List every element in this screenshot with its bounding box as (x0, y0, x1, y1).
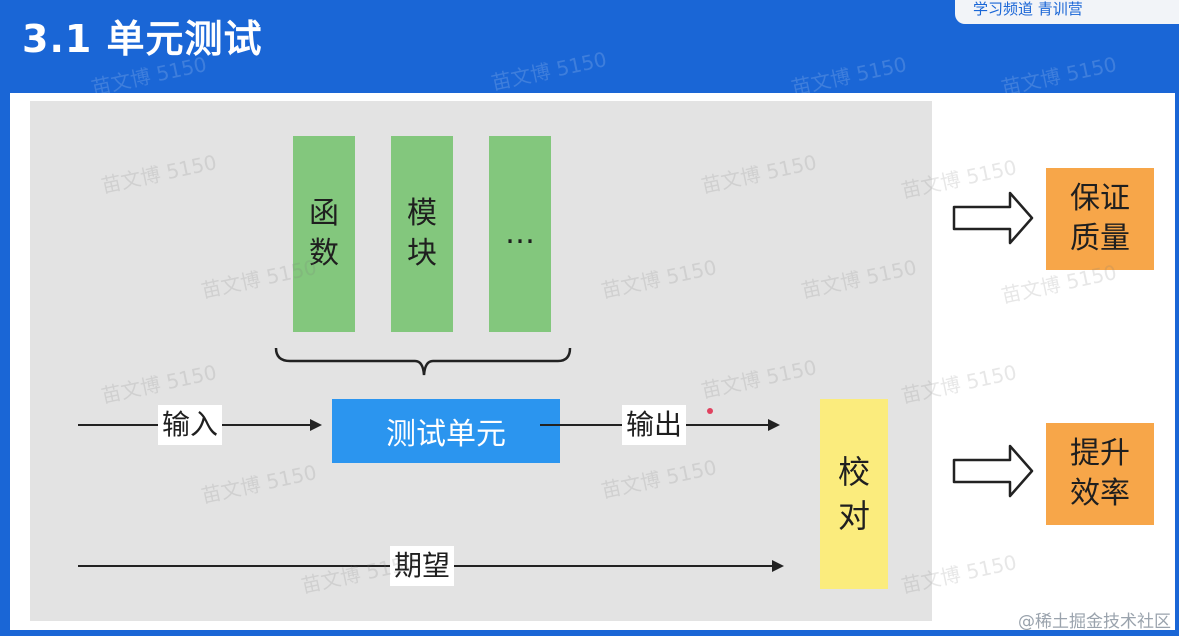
hollow-arrow-efficiency (952, 444, 1034, 498)
unit-test-diagram-area: 函数 模块 … 测试单元 校对 (30, 101, 932, 621)
top-brand-badge: 学习频道 青训营 (955, 0, 1179, 24)
watermark: 苗文博 5150 (489, 47, 609, 95)
test-unit-box: 测试单元 (332, 399, 560, 463)
output-label: 输出 (622, 405, 687, 445)
slide-canvas: 函数 模块 … 测试单元 校对 保证质量 提升效率 输入 输出 期望 苗文博 5… (10, 93, 1175, 630)
block-module: 模块 (391, 136, 453, 332)
benefit-efficiency: 提升效率 (1046, 423, 1154, 525)
block-more: … (489, 136, 551, 332)
slide-title: 3.1 单元测试 (22, 17, 263, 61)
diagram-connectors (78, 191, 1034, 572)
block-function: 函数 (293, 136, 355, 332)
hollow-arrow-quality (952, 191, 1034, 245)
grouping-brace (274, 347, 572, 376)
pointer-dot (707, 408, 713, 414)
benefit-quality: 保证质量 (1046, 168, 1154, 270)
input-label: 输入 (158, 405, 223, 445)
expected-label: 期望 (390, 546, 455, 586)
check-box: 校对 (820, 399, 888, 589)
footer-watermark: @稀土掘金技术社区 (1018, 612, 1171, 632)
